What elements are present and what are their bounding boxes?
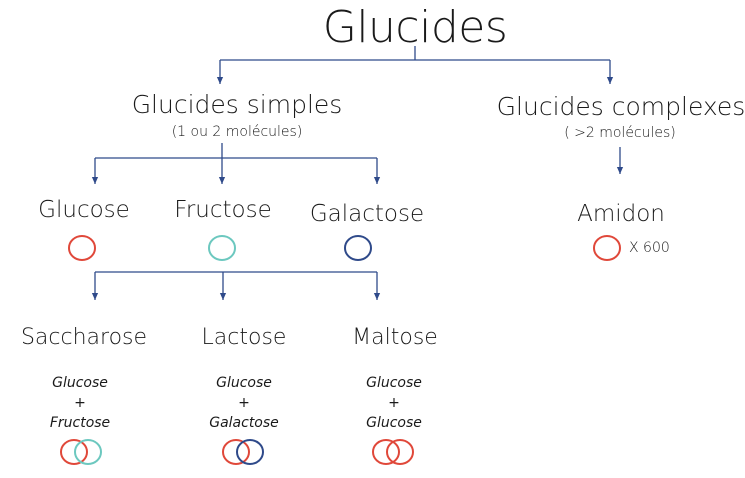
molecule-ring-maltose-2 (386, 439, 414, 465)
composition-first: Glucose (52, 375, 108, 391)
composition-plus: + (74, 395, 86, 411)
maltose-composition: Glucose + Glucose (366, 373, 422, 433)
glucose-label: Glucose (38, 197, 130, 223)
saccharose-composition: Glucose + Fructose (50, 373, 110, 433)
molecule-ring-lactose-2 (236, 439, 264, 465)
molecule-ring-lactose-1 (222, 439, 250, 465)
diagram-title: Glucides (322, 2, 508, 53)
maltose-label: Maltose (352, 325, 438, 350)
molecule-ring-maltose-1 (372, 439, 400, 465)
composition-second: Glucose (366, 415, 422, 431)
fructose-label: Fructose (174, 197, 272, 223)
lactose-label: Lactose (201, 325, 287, 350)
simple-sugars-label: Glucides simples (131, 90, 343, 119)
molecule-ring-amidon (593, 235, 621, 261)
connector-title (220, 46, 610, 61)
complex-sugars-note: ( >2 molécules) (564, 125, 676, 141)
composition-second: Galactose (209, 415, 279, 431)
composition-plus: + (238, 395, 250, 411)
saccharose-label: Saccharose (20, 325, 148, 350)
molecule-ring-fructose (208, 235, 236, 261)
amidon-multiplier: X 600 (629, 240, 670, 256)
molecule-ring-glucose (68, 235, 96, 261)
simple-sugars-note: (1 ou 2 molécules) (171, 124, 303, 140)
amidon-label: Amidon (577, 201, 665, 227)
connector-simple (95, 143, 377, 159)
molecule-ring-saccharose-1 (60, 439, 88, 465)
composition-plus: + (388, 395, 400, 411)
molecule-ring-saccharose-2 (74, 439, 102, 465)
composition-second: Fructose (49, 415, 111, 431)
galactose-label: Galactose (309, 201, 425, 227)
composition-first: Glucose (216, 375, 272, 391)
molecule-ring-galactose (344, 235, 372, 261)
lactose-composition: Glucose + Galactose (209, 373, 279, 433)
complex-sugars-label: Glucides complexes (496, 92, 745, 121)
composition-first: Glucose (366, 375, 422, 391)
